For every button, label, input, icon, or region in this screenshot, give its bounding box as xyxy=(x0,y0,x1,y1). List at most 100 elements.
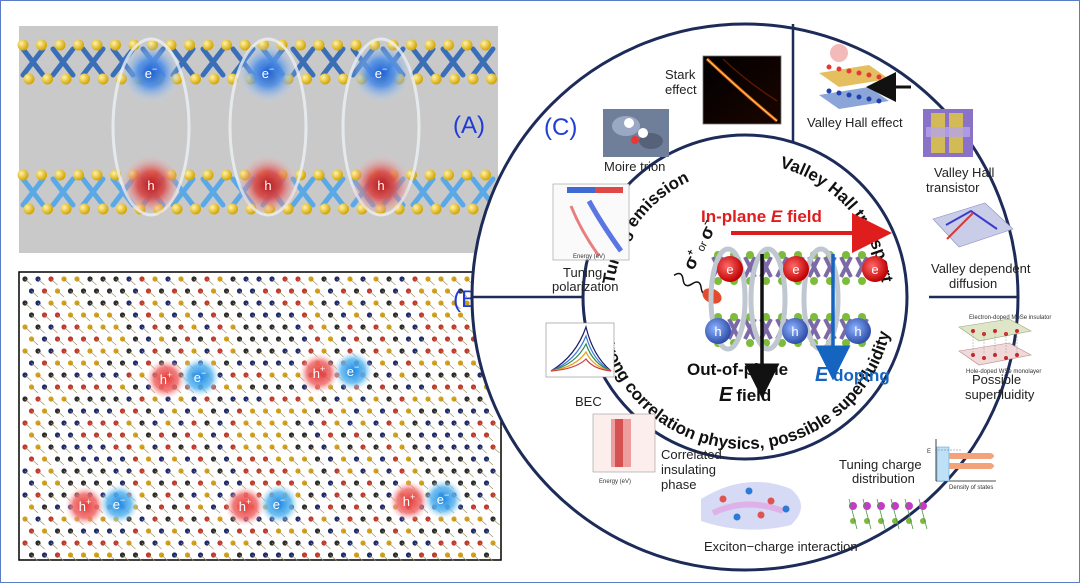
a-bottom-sulfur-bottom xyxy=(412,203,423,215)
a-top-sulfur-top xyxy=(406,39,417,51)
a-top-sulfur-bottom xyxy=(208,73,220,85)
a-bottom-sulfur-top xyxy=(54,169,66,181)
carrier-cloud xyxy=(423,479,463,519)
a-top-sulfur-bottom xyxy=(338,73,349,85)
svg-text:Hole-doped WSe monolayer: Hole-doped WSe monolayer xyxy=(966,369,1041,375)
a-top-sulfur-top xyxy=(350,39,362,51)
outofplane-label: Out-of-plane xyxy=(687,360,788,379)
caption-valley-hall-transistor-2: transistor xyxy=(926,180,980,195)
a-bottom-sulfur-bottom xyxy=(338,203,349,215)
a-bottom-sulfur-bottom xyxy=(227,203,238,215)
caption-valley-hall-effect: Valley Hall effect xyxy=(807,115,903,130)
a-bottom-sulfur-top xyxy=(91,169,103,181)
a-top-sulfur-top xyxy=(480,39,491,51)
a-bottom-sulfur-top xyxy=(424,169,436,181)
carrier-cloud xyxy=(121,43,181,103)
inset-valley-hall-transistor: Valley Hall transistor xyxy=(923,109,995,195)
a-top-sulfur-bottom xyxy=(42,73,53,85)
a-bottom-sulfur-top xyxy=(443,169,454,181)
panel-c: (C) Tuning emission Valley Hall transpor… xyxy=(470,22,1051,572)
a-bottom-sulfur-top xyxy=(17,169,29,181)
a-top-sulfur-top xyxy=(239,39,251,51)
inset-tuning-charge: E Density of states Tuning charge distri… xyxy=(839,439,996,530)
carrier-cloud xyxy=(351,155,411,215)
carrier-cloud xyxy=(783,256,809,282)
inplane-field-label: In-plane E field xyxy=(701,207,822,226)
inset-possible-superfluidity: Electron-doped MoSe insulator Hole-doped… xyxy=(958,315,1051,402)
inset-tuning-polarization: Energy (eV) Tuning polarization xyxy=(552,183,630,294)
caption-tuning-charge-1: Tuning charge xyxy=(839,457,922,472)
caption-superfluidity-2: superfluidity xyxy=(965,387,1035,402)
a-bottom-sulfur-top xyxy=(184,169,195,181)
a-bottom-sulfur-top xyxy=(221,169,232,181)
a-top-sulfur-bottom xyxy=(430,73,442,85)
carrier-label: h xyxy=(714,324,721,339)
a-bottom-sulfur-top xyxy=(480,169,491,181)
carrier-cloud xyxy=(782,318,808,344)
a-bottom-sulfur-bottom xyxy=(467,203,479,215)
center-exciton-loop-0 xyxy=(708,246,748,352)
a-top-sulfur-top xyxy=(443,39,454,51)
a-bottom-sulfur-top xyxy=(36,169,47,181)
caption-tuning-polarization-2: polarization xyxy=(552,279,619,294)
caption-tuning-charge-2: distribution xyxy=(852,471,915,486)
a-top-sulfur-bottom xyxy=(79,73,90,85)
carrier-label: h xyxy=(791,324,798,339)
a-bottom-sulfur-top xyxy=(461,169,473,181)
a-top-sulfur-top xyxy=(202,39,214,51)
carrier-label: e xyxy=(871,262,878,277)
a-top-sulfur-top xyxy=(73,39,84,51)
caption-correlated-2: insulating xyxy=(661,462,716,477)
carrier-cloud xyxy=(225,486,265,526)
svg-text:Energy (eV): Energy (eV) xyxy=(573,254,605,260)
carrier-cloud xyxy=(180,357,220,397)
carrier-cloud xyxy=(146,359,186,399)
carrier-cloud xyxy=(845,318,871,344)
a-bottom-sulfur-bottom xyxy=(23,203,35,215)
a-top-sulfur-top xyxy=(17,39,29,51)
a-top-sulfur-bottom xyxy=(467,73,479,85)
a-top-sulfur-top xyxy=(295,39,306,51)
inset-stark-effect: Stark effect xyxy=(665,55,782,125)
caption-correlated-3: phase xyxy=(661,477,696,492)
carrier-cloud xyxy=(862,256,888,282)
panel-a-label: (A) xyxy=(453,112,485,139)
a-bottom-sulfur-bottom xyxy=(301,203,312,215)
carrier-label: h xyxy=(264,178,271,193)
caption-valley-hall-transistor-1: Valley Hall xyxy=(934,165,995,180)
panel-b-carriers: h+e−h+e−h+e−h+e−h+e− xyxy=(65,351,463,526)
a-top-sulfur-top xyxy=(91,39,103,51)
svg-text:E: E xyxy=(927,449,931,455)
carrier-cloud xyxy=(717,256,743,282)
a-top-sulfur-top xyxy=(424,39,436,51)
carrier-cloud xyxy=(705,318,731,344)
a-bottom-sulfur-bottom xyxy=(97,203,109,215)
a-bottom-sulfur-bottom xyxy=(208,203,220,215)
caption-bec: BEC xyxy=(575,394,602,409)
a-bottom-sulfur-top xyxy=(73,169,84,181)
a-top-sulfur-bottom xyxy=(97,73,109,85)
caption-tuning-polarization-1: Tuning xyxy=(563,265,602,280)
caption-stark-1: Stark xyxy=(665,67,696,82)
panel-c-label: (C) xyxy=(544,114,577,141)
carrier-cloud xyxy=(259,484,299,524)
a-bottom-sulfur-bottom xyxy=(190,203,201,215)
carrier-label: e xyxy=(792,262,799,277)
carrier-cloud xyxy=(299,353,339,393)
a-top-sulfur-bottom xyxy=(190,73,201,85)
a-top-sulfur-top xyxy=(110,39,121,51)
caption-correlated-1: Correlated xyxy=(661,447,722,462)
caption-superfluidity-1: Possible xyxy=(972,372,1021,387)
a-bottom-sulfur-top xyxy=(202,169,214,181)
inset-valley-dependent-diffusion: Valley dependent diffusion xyxy=(931,202,1031,291)
a-top-sulfur-top xyxy=(461,39,473,51)
carrier-label: h xyxy=(854,324,861,339)
inset-bec: BEC xyxy=(545,322,615,409)
carrier-cloud xyxy=(121,155,181,215)
inset-correlated-insulating: Energy (eV) Correlated insulating phase xyxy=(592,413,722,492)
